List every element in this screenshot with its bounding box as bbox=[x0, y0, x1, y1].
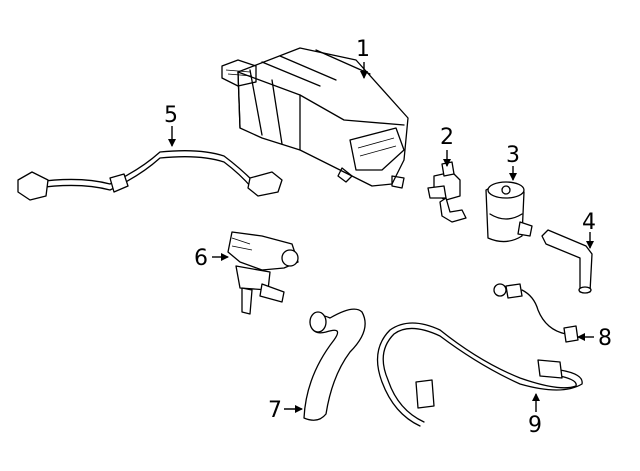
part-2-solenoid bbox=[427, 161, 467, 223]
callout-2-label: 2 bbox=[440, 125, 454, 150]
part-5-harness bbox=[17, 150, 283, 201]
callout-7-label: 7 bbox=[268, 398, 282, 423]
part-3-valve bbox=[485, 181, 533, 243]
part-8-sensor bbox=[493, 283, 579, 343]
callout-7: 7 bbox=[268, 398, 303, 423]
callout-6: 6 bbox=[194, 246, 229, 271]
part-7-hose bbox=[303, 308, 366, 421]
callout-6-label: 6 bbox=[194, 246, 208, 271]
part-4-pipe bbox=[541, 229, 593, 294]
callout-1: 1 bbox=[356, 37, 370, 79]
callout-5-label: 5 bbox=[164, 103, 178, 128]
part-1-canister bbox=[221, 47, 409, 189]
callout-9-label: 9 bbox=[528, 413, 542, 438]
callout-1-label: 1 bbox=[356, 37, 370, 62]
callout-5: 5 bbox=[164, 103, 178, 147]
callout-2: 2 bbox=[440, 125, 454, 167]
callout-9: 9 bbox=[528, 393, 542, 438]
callout-3-label: 3 bbox=[506, 143, 520, 168]
part-9-sensor-harness bbox=[376, 322, 583, 427]
callout-4: 4 bbox=[582, 210, 596, 249]
callout-8-label: 8 bbox=[598, 326, 612, 351]
callout-8: 8 bbox=[577, 326, 612, 351]
part-6-valve-assembly bbox=[227, 231, 299, 315]
callout-4-label: 4 bbox=[582, 210, 596, 235]
callout-3: 3 bbox=[506, 143, 520, 181]
